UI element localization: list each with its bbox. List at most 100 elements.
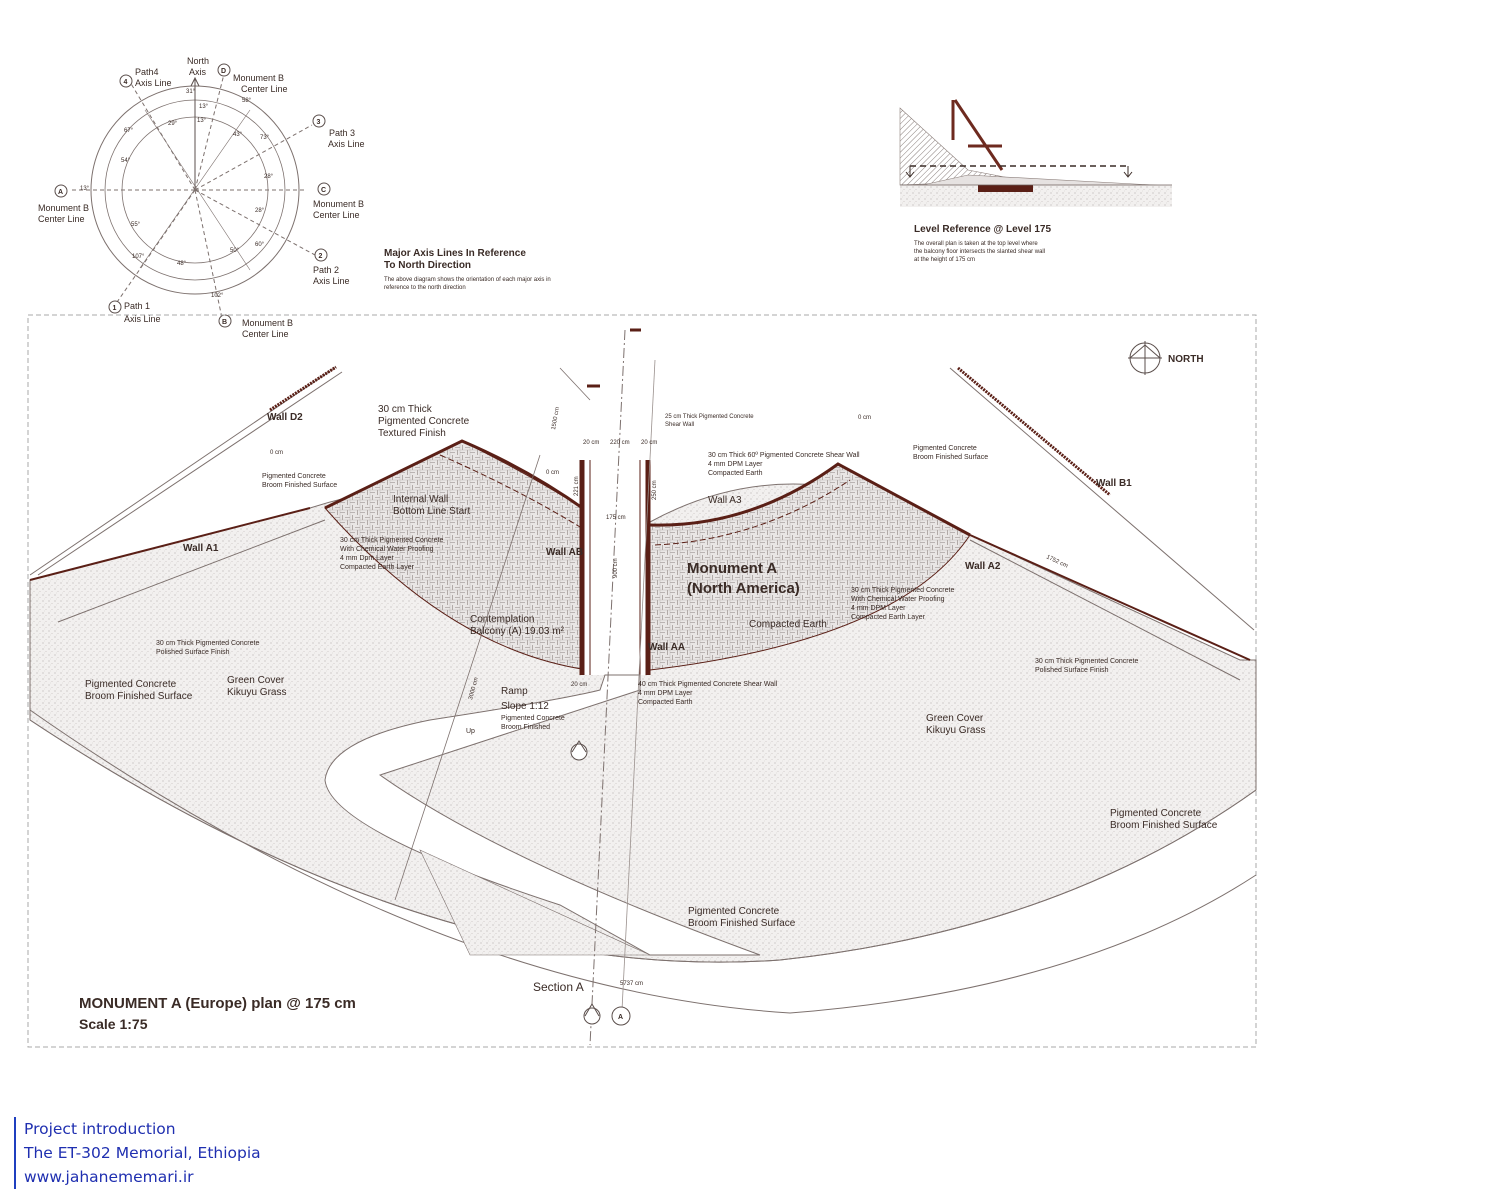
svg-text:Axis Line: Axis Line (328, 139, 365, 149)
svg-text:C: C (321, 187, 326, 194)
note-textured-3: Textured Finish (378, 428, 446, 439)
wall-b1-label: Wall B1 (1096, 478, 1132, 489)
svg-text:1752 cm: 1752 cm (1045, 554, 1068, 569)
note-ramp-finish-1: Pigmented Concrete (501, 715, 565, 722)
svg-text:4: 4 (124, 79, 128, 86)
footer-line-2: The ET-302 Memorial, Ethiopia (24, 1144, 261, 1162)
note-broom-right-1: Pigmented Concrete (913, 445, 977, 452)
wall-a3-label: Wall A3 (708, 495, 742, 506)
svg-text:20 cm: 20 cm (571, 682, 587, 688)
svg-text:58°: 58° (242, 98, 252, 104)
compass-tag-d: D Monument B Center Line (217, 63, 288, 94)
svg-text:43°: 43° (233, 132, 243, 138)
svg-text:Center Line: Center Line (38, 214, 85, 224)
section-marker-icon (583, 1003, 631, 1026)
svg-text:0 cm: 0 cm (270, 450, 283, 456)
note-wp-left-2: With Chemical Water Proofing (340, 546, 434, 553)
note-slope: Slope 1:12 (501, 701, 549, 712)
svg-text:13°: 13° (197, 118, 207, 124)
wall-ab-label: Wall AB (546, 547, 583, 558)
svg-text:3: 3 (317, 119, 321, 126)
note-broom-far-left-1: Pigmented Concrete (85, 679, 177, 690)
path4-label-1: Path4 (135, 67, 159, 77)
compass-tag-2: 2 Path 2 Axis Line (313, 248, 350, 286)
svg-text:900 cm: 900 cm (613, 558, 619, 578)
svg-text:175 cm: 175 cm (606, 515, 626, 521)
site-plan (29, 328, 1257, 1046)
svg-text:102°: 102° (211, 293, 224, 299)
svg-text:13°: 13° (199, 104, 209, 110)
svg-text:Center Line: Center Line (313, 210, 360, 220)
note-wp-left-4: Compacted Earth Layer (340, 564, 415, 571)
compass-title-1: Major Axis Lines In Reference (384, 248, 526, 259)
svg-text:Path 3: Path 3 (329, 128, 355, 138)
svg-text:D: D (221, 68, 226, 75)
svg-text:5737 cm: 5737 cm (620, 981, 643, 987)
svg-text:1500 cm: 1500 cm (551, 407, 561, 431)
compass-angle-labels: 31° 13° 13° 58° 29° 43° 73° 67° 54° 28° … (80, 89, 274, 299)
note-wp-right-2: With Chemical Water Proofing (851, 596, 945, 603)
compass-tag-c: C Monument B Center Line (313, 182, 364, 220)
level-ref-title: Level Reference @ Level 175 (914, 224, 1051, 235)
svg-text:50°: 50° (230, 248, 240, 254)
wall-aa-label: Wall AA (648, 642, 685, 653)
svg-text:220 cm: 220 cm (610, 440, 630, 446)
note-broom-br-2: Broom Finished Surface (1110, 820, 1218, 831)
note-textured-2: Pigmented Concrete (378, 416, 470, 427)
svg-text:31°: 31° (186, 89, 196, 95)
note-wp-right-4: Compacted Earth Layer (851, 614, 926, 621)
path4-label-2: Axis Line (135, 78, 172, 88)
note-shear25-2: Shear Wall (665, 422, 694, 428)
svg-text:Center Line: Center Line (242, 329, 289, 339)
svg-text:Axis Line: Axis Line (313, 276, 350, 286)
svg-text:3000 cm: 3000 cm (468, 677, 480, 701)
compass-tag-a: A Monument B Center Line (38, 184, 89, 224)
note-broom-bottom-2: Broom Finished Surface (688, 918, 796, 929)
footer-line-3[interactable]: www.jahanememari.ir (24, 1168, 194, 1186)
svg-text:20 cm: 20 cm (583, 440, 599, 446)
svg-text:55°: 55° (131, 222, 141, 228)
note-polished-right-1: 30 cm Thick Pigmented Concrete (1035, 658, 1138, 665)
compass-tag-3: 3 Path 3 Axis Line (312, 114, 365, 149)
svg-text:Path 1: Path 1 (124, 301, 150, 311)
svg-text:60°: 60° (255, 242, 265, 248)
svg-text:Path 2: Path 2 (313, 265, 339, 275)
svg-text:48°: 48° (177, 261, 187, 267)
note-polished-right-2: Polished Surface Finish (1035, 667, 1109, 674)
note-wp-right-3: 4 mm DPM Layer (851, 605, 906, 612)
north-axis-label-2: Axis (189, 67, 207, 77)
note-shear40-2: 4 mm DPM Layer (638, 690, 693, 697)
note-textured-1: 30 cm Thick (378, 404, 433, 415)
wall-a1-label: Wall A1 (183, 543, 219, 554)
svg-text:B: B (222, 319, 227, 326)
level-ref-desc-1: The overall plan is taken at the top lev… (914, 241, 1038, 247)
note-ramp: Ramp (501, 686, 528, 697)
note-green-right-2: Kikuyu Grass (926, 725, 985, 736)
note-polished-left-1: 30 cm Thick Pigmented Concrete (156, 640, 259, 647)
svg-text:13°: 13° (80, 186, 90, 192)
svg-text:29°: 29° (168, 121, 178, 127)
note-shear60-2: 4 mm DPM Layer (708, 461, 763, 468)
north-arrow-icon (1128, 341, 1162, 375)
svg-text:Monument B: Monument B (313, 199, 364, 209)
compass-tag-1: 1 Path 1 Axis Line (108, 300, 161, 324)
note-up: Up (466, 728, 475, 735)
note-shear25-1: 25 cm Thick Pigmented Concrete (665, 414, 754, 420)
level-ref-desc-2: the balcony floor intersects the slanted… (914, 249, 1045, 255)
svg-text:A: A (58, 189, 63, 196)
note-green-left-1: Green Cover (227, 675, 285, 686)
note-internal-2: Bottom Line Start (393, 506, 470, 517)
svg-text:0 cm: 0 cm (546, 470, 559, 476)
section-a-label: Section A (533, 980, 584, 994)
level-ref-desc-3: at the height of 175 cm (914, 257, 975, 263)
svg-text:28°: 28° (255, 208, 265, 214)
note-wp-left-1: 30 cm Thick Pigmented Concrete (340, 537, 443, 544)
svg-text:107°: 107° (132, 254, 145, 260)
monument-title-1: Monument A (687, 560, 777, 577)
compass-tag-b: B Monument B Center Line (218, 314, 293, 339)
wall-a2-label: Wall A2 (965, 561, 1001, 572)
note-broom-right-2: Broom Finished Surface (913, 454, 988, 461)
note-wp-left-3: 4 mm Dpm Layer (340, 555, 394, 562)
note-green-left-2: Kikuyu Grass (227, 687, 286, 698)
svg-text:Center Line: Center Line (241, 84, 288, 94)
